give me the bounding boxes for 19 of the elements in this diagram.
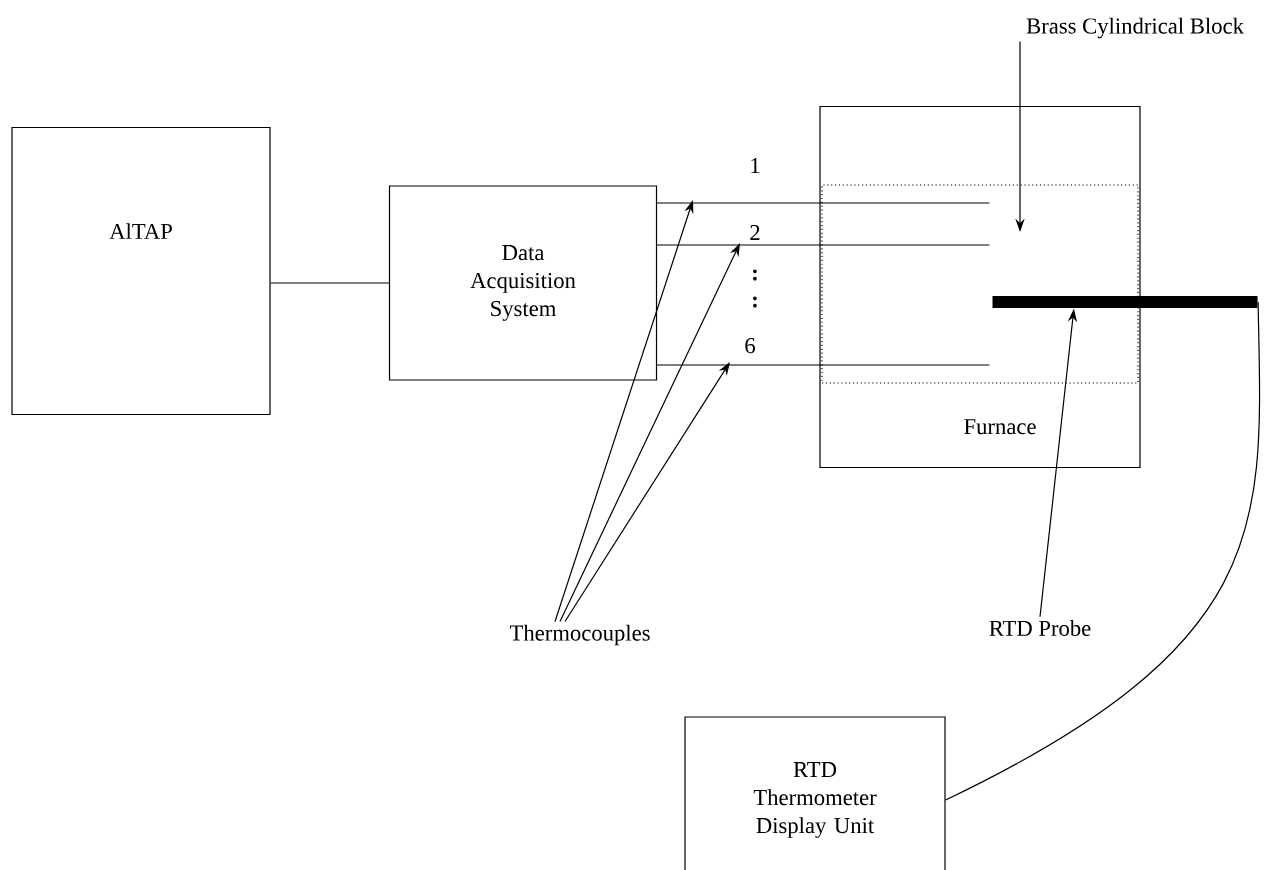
software-box: AlTAP xyxy=(11,126,271,416)
probe-cable xyxy=(945,301,1261,801)
leader-arrow xyxy=(564,362,730,623)
block-band xyxy=(821,184,1139,384)
connection-line xyxy=(270,282,390,284)
thermocouples-label: Thermocouples xyxy=(509,624,650,646)
channel-number: 1 xyxy=(751,158,760,173)
thermocouple-wire xyxy=(656,202,990,204)
probe-label: RTD Probe xyxy=(989,620,1091,636)
furnace-box: Furnace xyxy=(819,105,1141,469)
display-unit-box: RTD Thermometer Display Unit xyxy=(684,716,946,870)
channel-number: 2 xyxy=(750,225,760,240)
channel-number: 6 xyxy=(745,338,755,354)
thermocouple-wire xyxy=(656,244,990,246)
ellipsis-dots: : xyxy=(753,269,757,281)
thermocouple-wire xyxy=(656,364,990,366)
ellipsis-dots: : xyxy=(753,296,757,308)
acquisition-system-box: Data Acquisition System xyxy=(388,185,658,381)
block-label: Brass Cylindrical Block xyxy=(1026,17,1244,39)
